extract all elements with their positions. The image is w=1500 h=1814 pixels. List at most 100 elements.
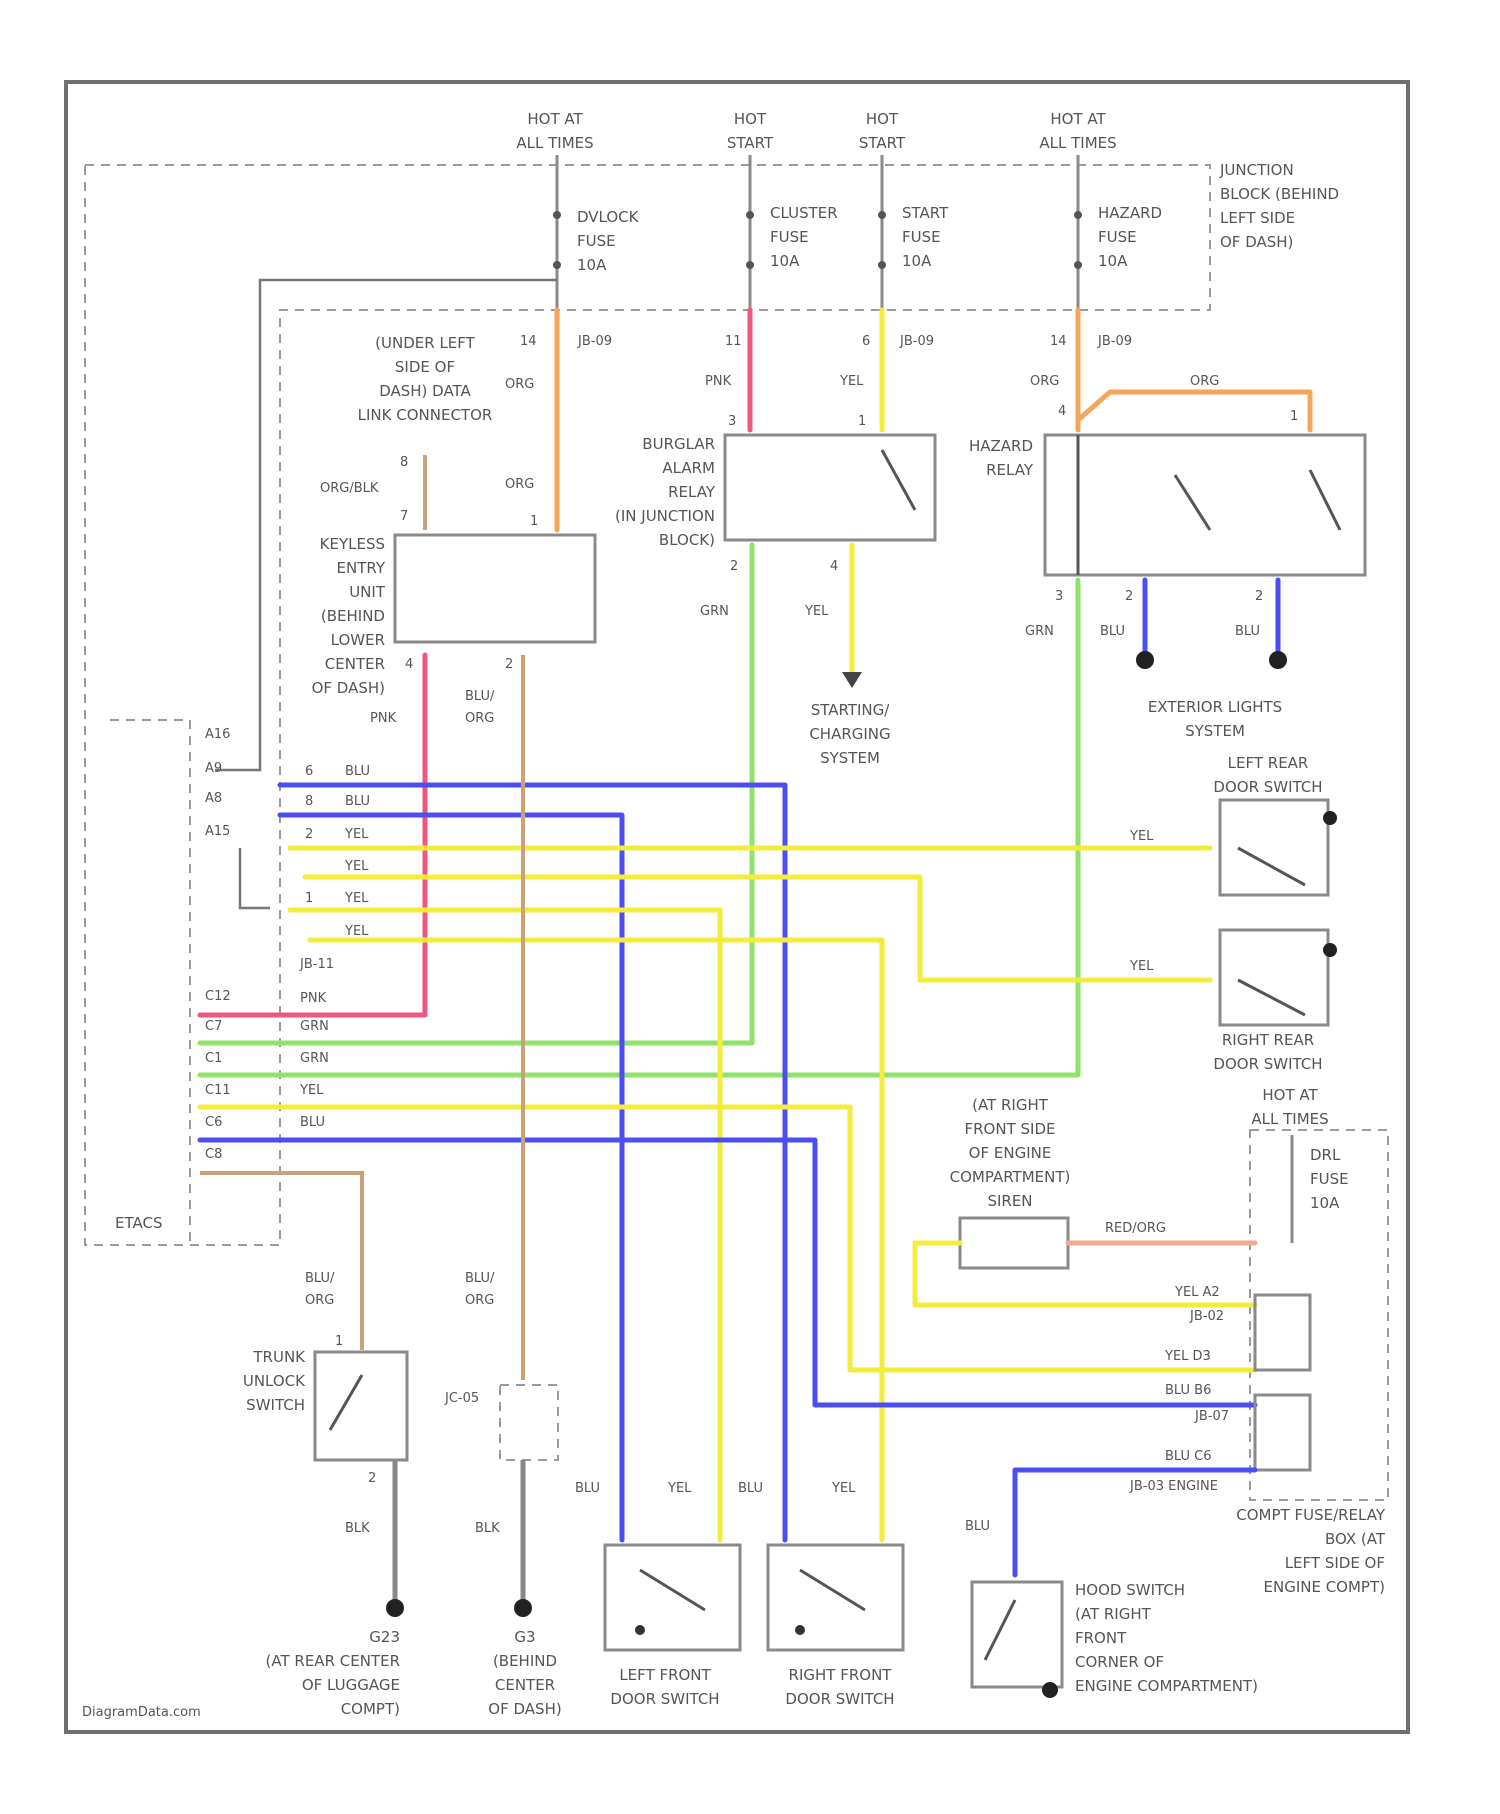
svg-text:LOWER: LOWER bbox=[331, 631, 385, 649]
svg-text:YEL: YEL bbox=[344, 859, 369, 874]
svg-text:COMPARTMENT): COMPARTMENT) bbox=[950, 1168, 1071, 1186]
exterior-lights-label: EXTERIOR LIGHTS SYSTEM bbox=[1148, 698, 1282, 740]
svg-text:BLU: BLU bbox=[1235, 624, 1260, 639]
svg-text:JUNCTION: JUNCTION bbox=[1219, 161, 1294, 179]
left-front-door-switch bbox=[605, 1545, 740, 1650]
svg-text:(AT RIGHT: (AT RIGHT bbox=[1075, 1605, 1152, 1623]
svg-text:ALL TIMES: ALL TIMES bbox=[1039, 134, 1116, 152]
svg-text:ORG: ORG bbox=[465, 1293, 494, 1308]
dvlock-feed-wire bbox=[215, 280, 557, 770]
org-wire-hazard-2 bbox=[1078, 392, 1310, 430]
svg-text:YEL: YEL bbox=[1129, 959, 1154, 974]
svg-text:JB-07: JB-07 bbox=[1194, 1409, 1229, 1424]
svg-text:JB-09: JB-09 bbox=[577, 334, 612, 349]
svg-text:LEFT SIDE: LEFT SIDE bbox=[1220, 209, 1295, 227]
svg-text:HOT AT: HOT AT bbox=[1050, 110, 1106, 128]
power-label-2: HOT START bbox=[727, 110, 774, 152]
svg-text:C12: C12 bbox=[205, 989, 231, 1004]
svg-text:DRL: DRL bbox=[1310, 1146, 1341, 1164]
svg-text:ENGINE COMPARTMENT): ENGINE COMPARTMENT) bbox=[1075, 1677, 1258, 1695]
burglar-alarm-label: BURGLAR ALARM RELAY (IN JUNCTION BLOCK) bbox=[615, 435, 716, 549]
svg-text:(IN JUNCTION: (IN JUNCTION bbox=[615, 507, 715, 525]
svg-text:1: 1 bbox=[305, 891, 313, 906]
svg-text:BLU: BLU bbox=[300, 1115, 325, 1130]
svg-text:SIDE OF: SIDE OF bbox=[395, 358, 455, 376]
svg-text:C7: C7 bbox=[205, 1019, 222, 1034]
svg-text:ORG: ORG bbox=[505, 477, 534, 492]
yel-wire-etacs bbox=[200, 1107, 1255, 1370]
watermark: DiagramData.com bbox=[82, 1705, 201, 1720]
svg-text:JC-05: JC-05 bbox=[444, 1391, 479, 1406]
svg-text:OF DASH): OF DASH) bbox=[312, 679, 385, 697]
svg-text:YEL: YEL bbox=[831, 1481, 856, 1496]
svg-text:2: 2 bbox=[305, 827, 313, 842]
svg-text:YEL: YEL bbox=[1129, 829, 1154, 844]
etacs-label: ETACS bbox=[115, 1214, 162, 1232]
svg-text:UNIT: UNIT bbox=[349, 583, 386, 601]
data-link-label: (UNDER LEFT SIDE OF DASH) DATA LINK CONN… bbox=[358, 334, 493, 424]
svg-text:JB-09: JB-09 bbox=[1097, 334, 1132, 349]
svg-text:G3: G3 bbox=[514, 1628, 535, 1646]
right-front-switch-label: RIGHT FRONT DOOR SWITCH bbox=[785, 1666, 894, 1708]
svg-text:10A: 10A bbox=[577, 256, 607, 274]
power-label-4: HOT AT ALL TIMES bbox=[1039, 110, 1116, 152]
svg-text:FUSE: FUSE bbox=[1310, 1170, 1349, 1188]
svg-text:JB-02: JB-02 bbox=[1189, 1309, 1224, 1324]
svg-text:(BEHIND: (BEHIND bbox=[493, 1652, 557, 1670]
svg-text:BLU: BLU bbox=[345, 794, 370, 809]
svg-text:BLU: BLU bbox=[1100, 624, 1125, 639]
trunk-unlock-switch bbox=[315, 1352, 407, 1460]
svg-text:A16: A16 bbox=[205, 727, 230, 742]
svg-text:HOT AT: HOT AT bbox=[1262, 1086, 1318, 1104]
svg-text:4: 4 bbox=[405, 657, 413, 672]
svg-text:YEL: YEL bbox=[344, 891, 369, 906]
svg-text:BLU B6: BLU B6 bbox=[1165, 1383, 1211, 1398]
svg-text:G23: G23 bbox=[369, 1628, 400, 1646]
svg-text:DOOR SWITCH: DOOR SWITCH bbox=[1213, 778, 1322, 796]
svg-text:1: 1 bbox=[1290, 409, 1298, 424]
svg-text:GRN: GRN bbox=[700, 604, 729, 619]
svg-text:A15: A15 bbox=[205, 824, 230, 839]
svg-text:YEL: YEL bbox=[804, 604, 829, 619]
left-rear-switch-label: LEFT REAR DOOR SWITCH bbox=[1213, 754, 1322, 796]
svg-text:1: 1 bbox=[335, 1334, 343, 1349]
svg-text:LINK CONNECTOR: LINK CONNECTOR bbox=[358, 406, 493, 424]
svg-text:6: 6 bbox=[862, 334, 870, 349]
svg-text:EXTERIOR LIGHTS: EXTERIOR LIGHTS bbox=[1148, 698, 1282, 716]
starting-system-label: STARTING/ CHARGING SYSTEM bbox=[809, 701, 890, 767]
svg-text:GRN: GRN bbox=[300, 1019, 329, 1034]
right-front-door-switch bbox=[768, 1545, 903, 1650]
svg-text:14: 14 bbox=[520, 334, 537, 349]
svg-text:1: 1 bbox=[858, 414, 866, 429]
svg-text:6: 6 bbox=[305, 764, 313, 779]
svg-text:ALL TIMES: ALL TIMES bbox=[516, 134, 593, 152]
svg-text:DASH) DATA: DASH) DATA bbox=[379, 382, 471, 400]
yel-wire-right-rear bbox=[305, 877, 1210, 980]
svg-text:CORNER OF: CORNER OF bbox=[1075, 1653, 1164, 1671]
svg-text:GRN: GRN bbox=[1025, 624, 1054, 639]
svg-text:OF DASH): OF DASH) bbox=[488, 1700, 561, 1718]
svg-text:ORG: ORG bbox=[1030, 374, 1059, 389]
svg-text:CLUSTER: CLUSTER bbox=[770, 204, 838, 222]
svg-text:YEL A2: YEL A2 bbox=[1174, 1285, 1220, 1300]
svg-text:DOOR SWITCH: DOOR SWITCH bbox=[785, 1690, 894, 1708]
svg-text:ORG: ORG bbox=[1190, 374, 1219, 389]
svg-text:DVLOCK: DVLOCK bbox=[577, 208, 640, 226]
svg-text:FUSE: FUSE bbox=[902, 228, 941, 246]
svg-text:BLU: BLU bbox=[345, 764, 370, 779]
svg-text:LEFT SIDE OF: LEFT SIDE OF bbox=[1285, 1554, 1385, 1572]
svg-text:2: 2 bbox=[730, 559, 738, 574]
power-label-3: HOT START bbox=[859, 110, 906, 152]
svg-text:OF ENGINE: OF ENGINE bbox=[969, 1144, 1052, 1162]
svg-text:8: 8 bbox=[400, 455, 408, 470]
svg-text:LEFT FRONT: LEFT FRONT bbox=[619, 1666, 711, 1684]
svg-text:CENTER: CENTER bbox=[495, 1676, 555, 1694]
svg-text:DOOR SWITCH: DOOR SWITCH bbox=[610, 1690, 719, 1708]
keyless-entry-label: KEYLESS ENTRY UNIT (BEHIND LOWER CENTER … bbox=[312, 535, 386, 697]
svg-text:STARTING/: STARTING/ bbox=[811, 701, 891, 719]
svg-text:(AT RIGHT: (AT RIGHT bbox=[972, 1096, 1049, 1114]
svg-text:START: START bbox=[859, 134, 906, 152]
svg-text:SIREN: SIREN bbox=[987, 1192, 1032, 1210]
svg-text:ORG/BLK: ORG/BLK bbox=[320, 481, 379, 496]
g23-label: G23 (AT REAR CENTER OF LUGGAGE COMPT) bbox=[266, 1628, 400, 1718]
